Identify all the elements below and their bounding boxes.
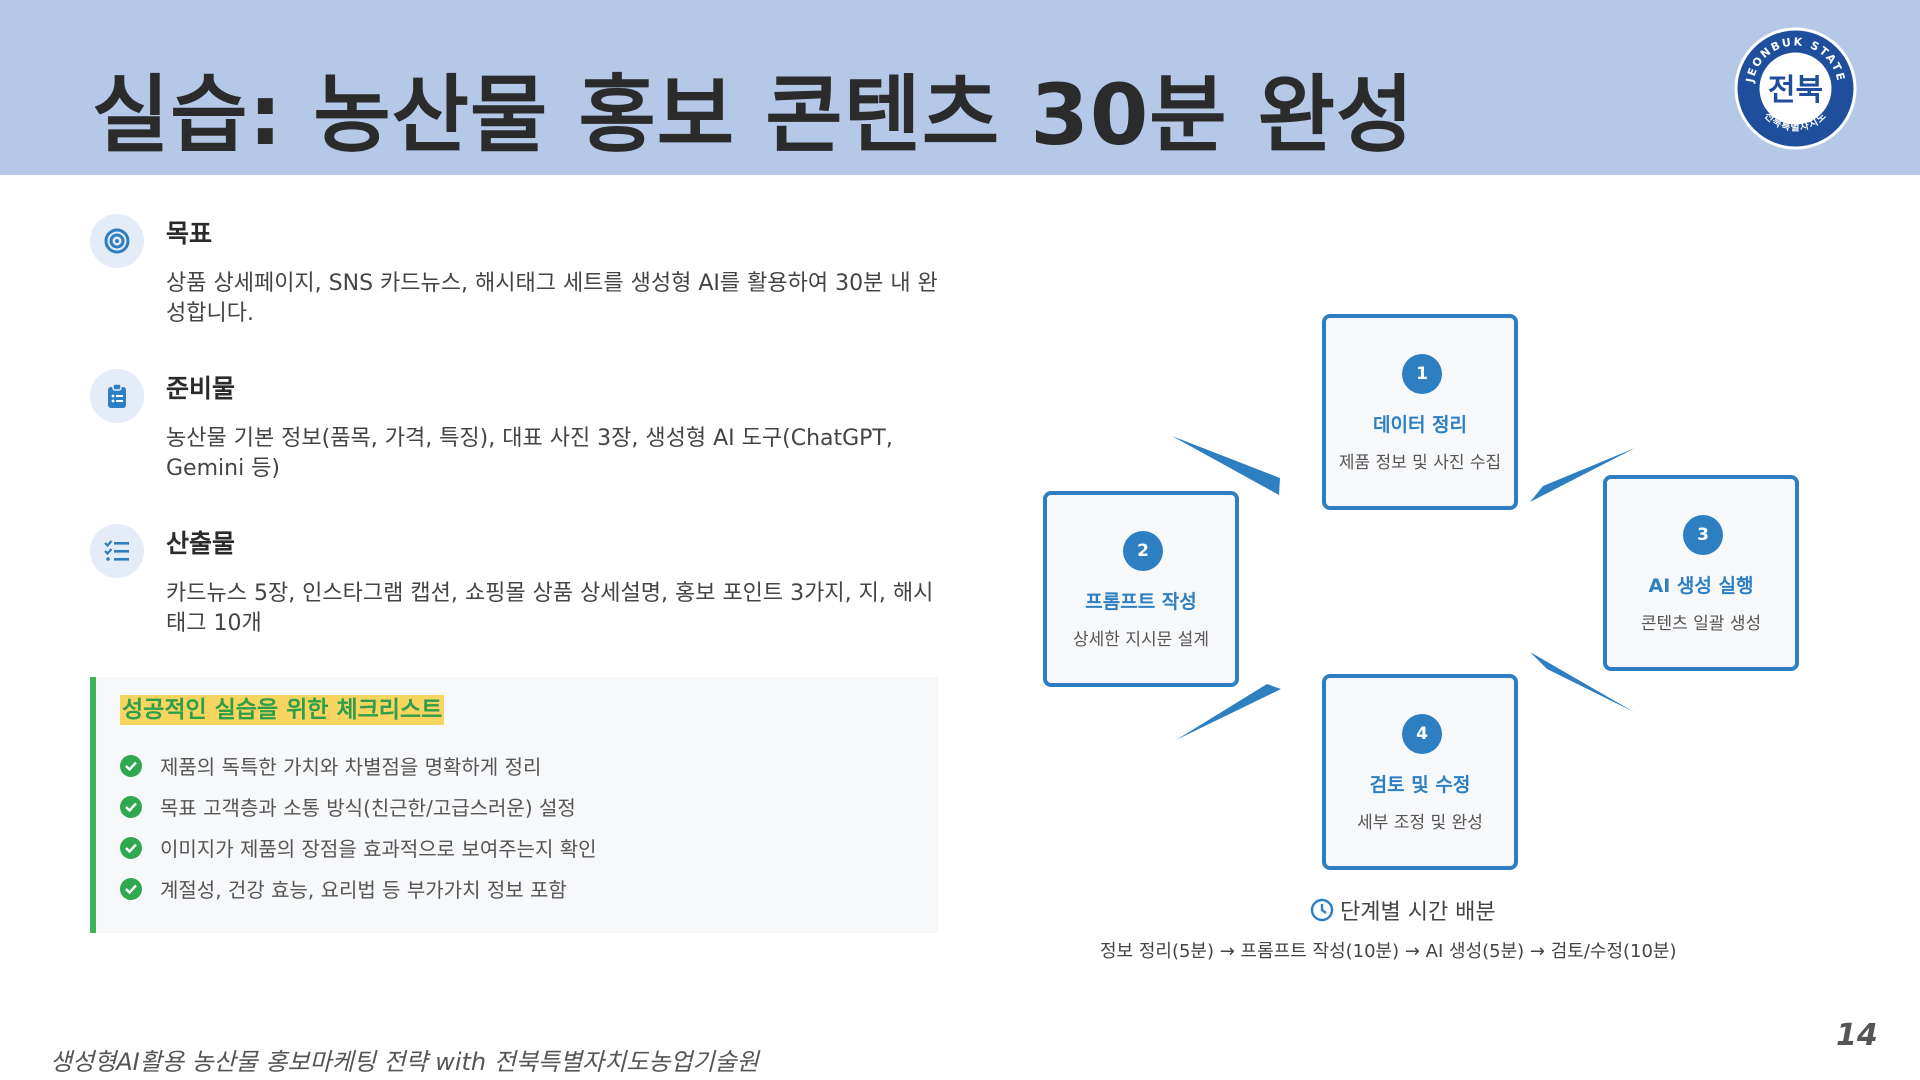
jeonbuk-logo: JEONBUK STATE 전북특별자치도 전북 [1734,27,1857,150]
checklist-item-text: 제품의 독특한 가치와 차별점을 명확하게 정리 [160,755,542,779]
checklist-item: 제품의 독특한 가치와 차별점을 명확하게 정리 [120,751,541,780]
step-box-data: 1 데이터 정리 제품 정보 및 사진 수집 [1322,314,1518,510]
success-checklist: 성공적인 실습을 위한 체크리스트 제품의 독특한 가치와 차별점을 명확하게 … [90,677,938,933]
page-number: 14 [1836,1018,1878,1053]
section-heading: 산출물 [166,529,236,558]
section-materials: 준비물 농산물 기본 정보(품목, 가격, 특징), 대표 사진 3장, 생성형… [90,369,950,499]
checklist-item: 목표 고객층과 소통 방식(친근한/고급스러운) 설정 [120,792,576,821]
step-desc: 콘텐츠 일괄 생성 [1640,614,1762,634]
step-title: 프롬프트 작성 [1085,591,1197,613]
step-title: 검토 및 수정 [1369,774,1471,796]
check-circle-icon [120,877,142,900]
timing-title-row: 단계별 시간 배분 [1310,894,1496,926]
checklist-item-text: 목표 고객층과 소통 방식(친근한/고급스러운) 설정 [160,796,576,820]
checklist-item-text: 계절성, 건강 효능, 요리법 등 부가가치 정보 포함 [160,878,567,902]
step-box-ai: 3 AI 생성 실행 콘텐츠 일괄 생성 [1603,475,1799,671]
arrow-step4-to-step2 [1176,684,1281,740]
target-icon [90,214,144,268]
timing-detail: 정보 정리(5분) → 프롬프트 작성(10분) → AI 생성(5분) → 검… [1100,941,1677,962]
check-circle-icon [120,795,142,818]
section-body: 농산물 기본 정보(품목, 가격, 특징), 대표 사진 3장, 생성형 AI … [166,426,893,481]
step-title: 데이터 정리 [1372,414,1467,436]
timing-title: 단계별 시간 배분 [1340,900,1496,925]
step-number: 4 [1402,714,1442,754]
section-goal: 목표 상품 상세페이지, SNS 카드뉴스, 해시태그 세트를 생성형 AI를 … [90,214,950,344]
checklist-item-text: 이미지가 제품의 장점을 효과적으로 보여주는지 확인 [160,837,597,861]
logo-center-text: 전북 [1768,73,1823,108]
step-desc: 세부 조정 및 완성 [1357,813,1483,833]
step-number: 2 [1123,531,1163,571]
clock-icon [1310,898,1334,922]
checklist-item: 계절성, 건강 효능, 요리법 등 부가가치 정보 포함 [120,874,567,903]
checklist-item: 이미지가 제품의 장점을 효과적으로 보여주는지 확인 [120,833,597,862]
step-desc: 제품 정보 및 사진 수집 [1338,453,1502,473]
list-check-icon [90,524,144,578]
check-circle-icon [120,836,142,859]
step-title: AI 생성 실행 [1648,575,1754,597]
step-desc: 상세한 지시문 설계 [1073,630,1209,650]
section-body: 상품 상세페이지, SNS 카드뉴스, 해시태그 세트를 생성형 AI를 활용하… [166,271,938,326]
arrow-step2-to-step1 [1172,436,1280,495]
section-outputs: 산출물 카드뉴스 5장, 인스타그램 캡션, 쇼핑몰 상품 상세설명, 홍보 포… [90,524,950,654]
section-heading: 목표 [166,219,213,248]
step-number: 3 [1683,515,1723,555]
checklist-title: 성공적인 실습을 위한 체크리스트 [120,695,445,725]
section-body: 카드뉴스 5장, 인스타그램 캡션, 쇼핑몰 상품 상세설명, 홍보 포인트 3… [166,581,934,636]
clipboard-icon [90,369,144,423]
step-box-review: 4 검토 및 수정 세부 조정 및 완성 [1322,674,1518,870]
section-heading: 준비물 [166,374,236,403]
check-circle-icon [120,754,142,777]
footer-text: 생성형AI활용 농산물 홍보마케팅 전략 with 전북특별자치도농업기술원 [50,1048,759,1076]
step-number: 1 [1402,354,1442,394]
page-title: 실습: 농산물 홍보 콘텐츠 30분 완성 [92,66,1415,164]
header-bar: 실습: 농산물 홍보 콘텐츠 30분 완성 JEONBUK STATE 전북특별… [0,0,1920,175]
step-box-prompt: 2 프롬프트 작성 상세한 지시문 설계 [1043,491,1239,687]
